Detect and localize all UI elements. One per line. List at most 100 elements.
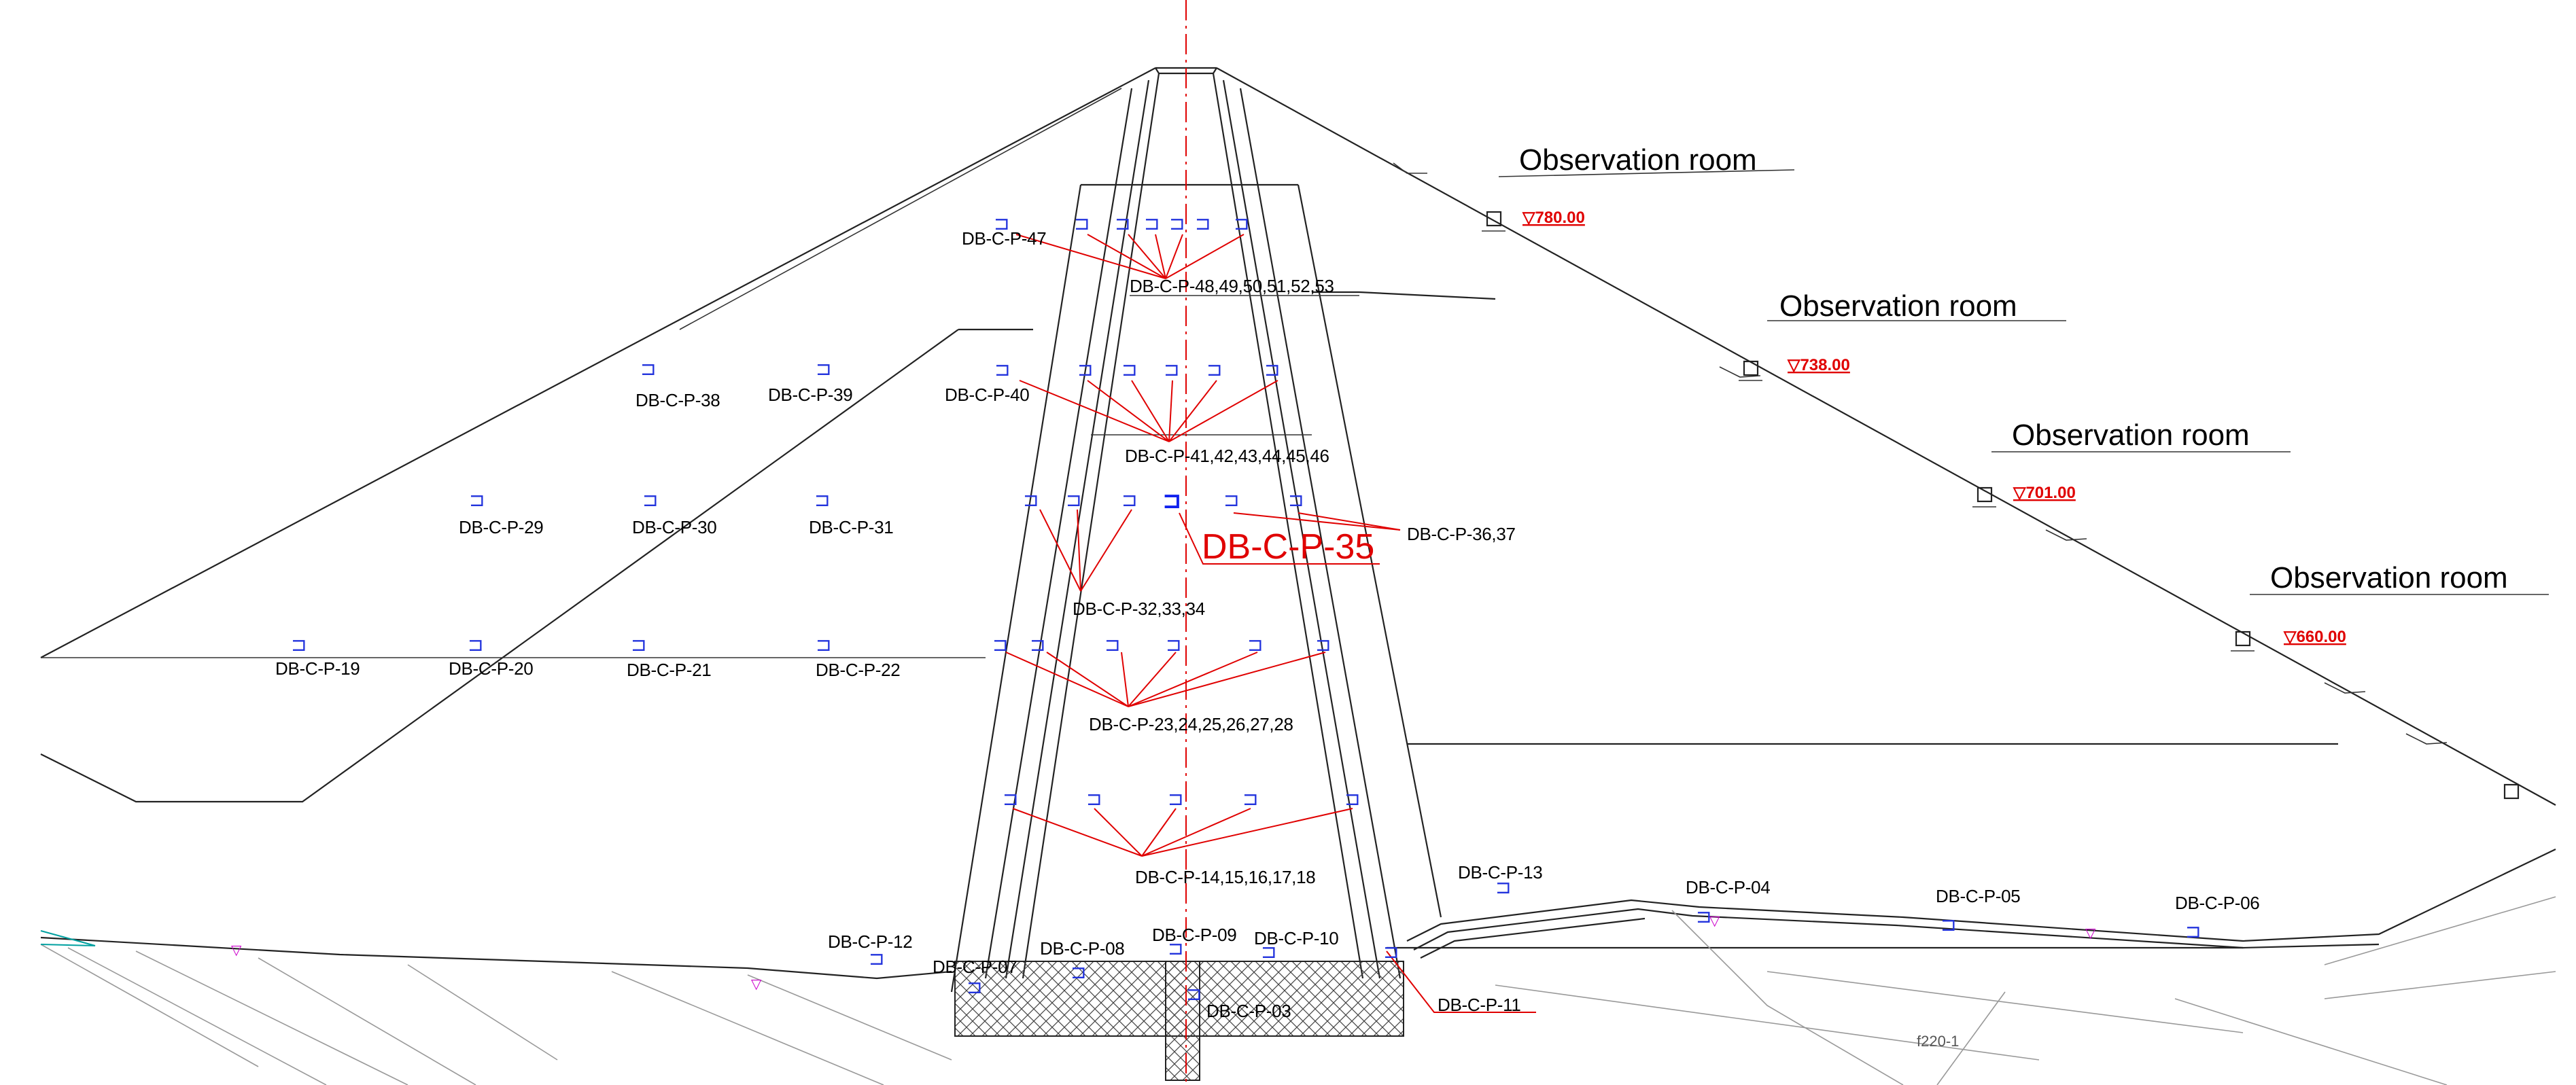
label-p13: DB-C-P-13 <box>1458 862 1542 883</box>
label-p08: DB-C-P-08 <box>1040 938 1124 959</box>
label-p47: DB-C-P-47 <box>962 228 1046 249</box>
piezometer-icon: ⊐ <box>1104 633 1120 656</box>
piezometer-icon: ⊐ <box>1186 982 1202 1005</box>
observation-room-3: Observation room ▽701.00 <box>1972 419 2291 508</box>
piezometer-icon: ⊐ <box>642 488 658 511</box>
label-p35-highlighted: DB-C-P-35 <box>1202 527 1374 567</box>
piezometer-icon: ⊐ <box>1164 358 1179 380</box>
svg-text:▽: ▽ <box>1709 912 1720 929</box>
label-p41-46: DB-C-P-41,42,43,44,45,46 <box>1125 446 1329 466</box>
piezometer-icon: ⊐ <box>1696 905 1711 927</box>
piezometer-icon-highlighted: ⊐ <box>1162 487 1182 514</box>
piezometer-icon: ⊐ <box>1074 212 1090 234</box>
piezometer-icon: ⊐ <box>631 633 646 656</box>
label-p20: DB-C-P-20 <box>449 658 533 679</box>
piezometer-icon: ⊐ <box>1223 488 1239 511</box>
label-p29: DB-C-P-29 <box>459 517 543 537</box>
piezometer-icon: ⊐ <box>1003 787 1018 810</box>
label-p23-28: DB-C-P-23,24,25,26,27,28 <box>1089 714 1293 734</box>
piezometer-icon: ⊐ <box>1383 940 1399 963</box>
observation-room-1: Observation room ▽780.00 <box>1482 143 1795 232</box>
piezometer-icon: ⊐ <box>1115 212 1130 234</box>
piezometer-icon: ⊐ <box>816 633 831 656</box>
piezometer-icon: ⊐ <box>1206 358 1222 380</box>
room-elevation: ▽780.00 <box>1522 209 1585 227</box>
piezometer-icon: ⊐ <box>1121 358 1137 380</box>
label-p21: DB-C-P-21 <box>627 660 711 680</box>
dam-outline <box>40 67 2556 806</box>
piezometer-icon: ⊐ <box>1168 937 1183 959</box>
label-p32-34: DB-C-P-32,33,34 <box>1073 599 1205 619</box>
piezometer-icon: ⊐ <box>1234 212 1249 234</box>
piezometer-icon: ⊐ <box>1169 212 1185 234</box>
label-p09: DB-C-P-09 <box>1152 925 1236 945</box>
piezometer-icon: ⊐ <box>1144 212 1160 234</box>
room-elevation: ▽738.00 <box>1787 356 1850 374</box>
label-p38: DB-C-P-38 <box>636 390 720 410</box>
piezometer-icon: ⊐ <box>1247 633 1263 656</box>
piezometer-icon: ⊐ <box>992 633 1008 656</box>
observation-room-4: Observation room ▽660.00 <box>2231 561 2549 652</box>
room-elevation: ▽660.00 <box>2283 628 2346 646</box>
label-p07: DB-C-P-07 <box>933 957 1017 977</box>
piezometer-icon: ⊐ <box>1066 488 1081 511</box>
leader-lines <box>1005 234 1536 1013</box>
label-p48-53: DB-C-P-48,49,50,51,52,53 <box>1130 276 1334 296</box>
piezometer-icon: ⊐ <box>1195 212 1211 234</box>
room-label: Observation room <box>1519 143 1757 177</box>
piezometer-icon: ⊐ <box>1264 358 1280 380</box>
label-p19: DB-C-P-19 <box>275 658 360 679</box>
piezometer-icon: ⊐ <box>1940 913 1956 936</box>
piezometer-icon: ⊐ <box>1242 787 1258 810</box>
label-p22: DB-C-P-22 <box>816 660 900 680</box>
piezometer-icon: ⊐ <box>640 357 656 380</box>
room-icon <box>1743 360 1759 376</box>
foundation <box>40 849 2556 1085</box>
label-p31: DB-C-P-31 <box>809 517 893 537</box>
svg-text:▽: ▽ <box>231 942 242 958</box>
label-p36-37: DB-C-P-36,37 <box>1407 524 1516 544</box>
label-p30: DB-C-P-30 <box>632 517 716 537</box>
piezometer-icon: ⊐ <box>814 488 830 511</box>
piezometer-icon: ⊐ <box>1168 787 1183 810</box>
piezometer-icon: ⊐ <box>1071 961 1086 983</box>
piezometer-icon: ⊐ <box>967 976 982 998</box>
downstream-zoning <box>1312 291 2338 745</box>
piezometer-icon: ⊐ <box>1121 488 1137 511</box>
piezometer-icon: ⊐ <box>1077 358 1093 380</box>
label-p04: DB-C-P-04 <box>1686 877 1770 897</box>
room-elevation: ▽701.00 <box>2013 484 2076 502</box>
piezometer-icon: ⊐ <box>291 633 307 656</box>
fault-label: f220-1 <box>1917 1033 1959 1050</box>
label-p05: DB-C-P-05 <box>1936 886 2020 906</box>
piezometer-icon: ⊐ <box>1166 633 1181 656</box>
piezometers: ⊐ ⊐ ⊐ ⊐ ⊐ ⊐ ⊐ ⊐ ⊐ ⊐ ⊐ ⊐ ⊐ ⊐ ⊐ ⊐ ⊐ ⊐ ⊐ ⊐ … <box>291 212 2201 1005</box>
svg-text:▽: ▽ <box>2085 925 2096 941</box>
piezometer-icon: ⊐ <box>1315 633 1331 656</box>
piezometer-icon: ⊐ <box>869 947 884 970</box>
piezometer-icon: ⊐ <box>1288 488 1304 511</box>
piezometer-icon: ⊐ <box>994 358 1010 380</box>
observation-room-2: Observation room ▽738.00 <box>1739 289 2066 381</box>
label-p11: DB-C-P-11 <box>1438 995 1521 1015</box>
label-p40: DB-C-P-40 <box>945 385 1029 405</box>
room-icon <box>2235 630 2251 647</box>
piezometer-icon: ⊐ <box>1086 787 1102 810</box>
piezometer-icon: ⊐ <box>1261 940 1276 963</box>
piezometer-icon: ⊐ <box>2185 920 2201 942</box>
label-p39: DB-C-P-39 <box>768 385 852 405</box>
instrument-labels: DB-C-P-47 DB-C-P-48,49,50,51,52,53 DB-C-… <box>275 228 2260 1050</box>
piezometer-icon: ⊐ <box>469 488 485 511</box>
room-label: Observation room <box>2012 419 2250 452</box>
core-zones <box>950 73 1442 993</box>
room-icon <box>1486 211 1502 227</box>
piezometer-icon: ⊐ <box>1030 633 1045 656</box>
label-p10: DB-C-P-10 <box>1254 928 1338 948</box>
svg-text:▽: ▽ <box>751 976 762 992</box>
upstream-zoning <box>40 328 1033 803</box>
piezometer-icon: ⊐ <box>1023 488 1039 511</box>
pink-markers: ▽ ▽ ▽ ▽ <box>231 912 2096 992</box>
piezometer-icon: ⊐ <box>1344 787 1360 810</box>
